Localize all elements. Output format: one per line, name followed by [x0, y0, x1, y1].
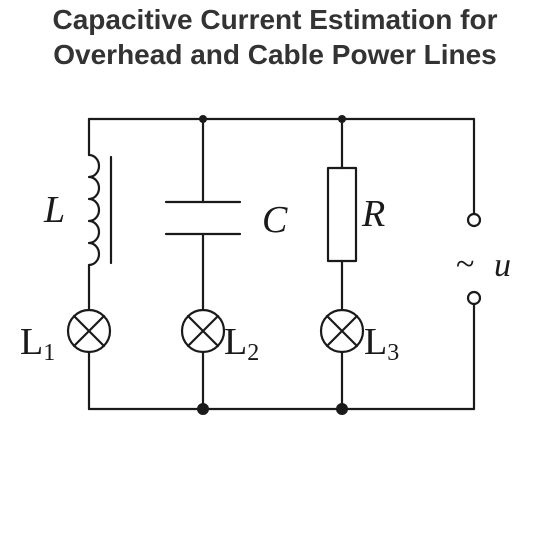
resistor-label: R [361, 193, 385, 235]
source-tilde: ~ [456, 246, 474, 283]
source-terminal-bottom [466, 290, 482, 306]
junction-top-1 [199, 115, 207, 123]
resistor-body [326, 166, 358, 263]
capacitor-label: C [262, 199, 288, 241]
title-line-2: Overhead and Cable Power Lines [53, 39, 497, 70]
lamp3-label: L3 [364, 321, 399, 366]
inductor-coil [87, 153, 101, 267]
lamp1-symbol [66, 308, 112, 354]
lamp1-label: L1 [20, 321, 55, 366]
source-terminal-top [466, 212, 482, 228]
diagram-title: Capacitive Current Estimation for Overhe… [0, 2, 550, 72]
title-line-1: Capacitive Current Estimation for [52, 4, 498, 35]
lamp2-symbol [180, 308, 226, 354]
junction-top-2 [338, 115, 346, 123]
lamp2-label: L2 [224, 321, 259, 366]
source-voltage-label: u [494, 247, 511, 284]
inductor-label: L [43, 189, 65, 231]
lamp3-symbol [319, 308, 365, 354]
junction-bottom-1 [197, 403, 209, 415]
junction-bottom-2 [336, 403, 348, 415]
